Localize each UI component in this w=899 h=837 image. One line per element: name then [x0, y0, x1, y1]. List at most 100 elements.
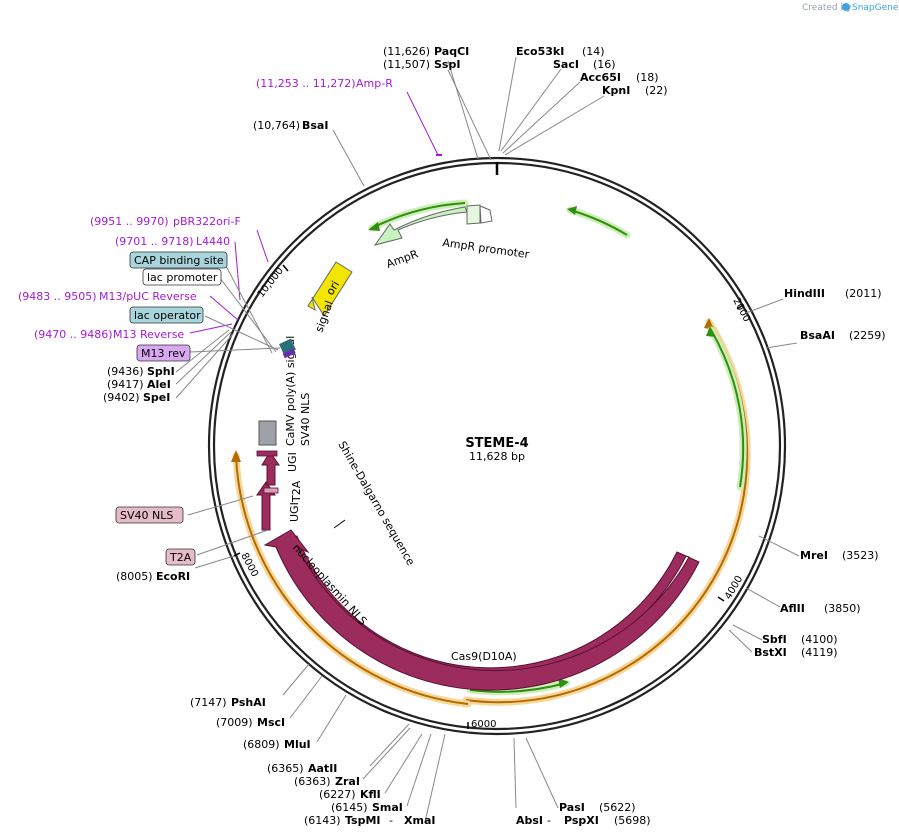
cas9-feature: [263, 529, 700, 691]
boxed-sv40[interactable]: SV40 NLS: [115, 506, 184, 524]
plasmid-length: 11,628 bp: [469, 450, 525, 463]
enzyme-pos-sspi: (11,507): [383, 58, 430, 71]
enzyme-xmai[interactable]: XmaI: [404, 814, 435, 827]
sv40-nls-label: SV40 NLS: [299, 393, 312, 446]
enzyme-pos-acc65i: (18): [636, 71, 659, 84]
ampr-label: AmpR: [385, 247, 421, 271]
enzyme-bstxi[interactable]: BstXI: [754, 646, 787, 659]
boxed-lac-operator[interactable]: lac operator: [129, 306, 204, 324]
enzyme-tspmi[interactable]: TspMI: [345, 814, 381, 827]
enzyme-pos-alei: (9417): [107, 378, 144, 391]
enzyme-acc65i[interactable]: Acc65I: [580, 71, 621, 84]
ugi-1-label: UGI: [286, 452, 299, 472]
enzyme-pshai[interactable]: PshAI: [231, 696, 266, 709]
boxed-cap[interactable]: CAP binding site: [129, 251, 228, 269]
primer-ampr[interactable]: Amp-R: [356, 77, 393, 90]
enzyme-pos-aatii: (6365): [267, 762, 304, 775]
tick-6000: 6000: [471, 719, 496, 730]
boxed-t2a[interactable]: T2A: [165, 548, 196, 566]
tick-2000: 2000: [730, 296, 752, 324]
box-label-lac-operator: lac operator: [134, 309, 201, 322]
enzyme-spei[interactable]: SpeI: [143, 391, 170, 404]
enzyme-pos-hindiii: (2011): [845, 287, 882, 300]
enzyme-sbfi[interactable]: SbfI: [762, 633, 787, 646]
cas9-label: Cas9(D10A): [451, 650, 517, 663]
brand-text: SnapGene: [852, 3, 899, 13]
enzyme-pos-pspxi: (5698): [614, 814, 651, 827]
primer-m13rev[interactable]: M13 Reverse: [113, 328, 184, 341]
enzyme-hindiii[interactable]: HindIII: [784, 287, 825, 300]
enzyme-pos-sbfi: (4100): [801, 633, 838, 646]
enzyme-pos-sphi: (9436): [107, 365, 144, 378]
enzyme-paqci[interactable]: PaqCI: [434, 45, 469, 58]
enzyme-aatii[interactable]: AatII: [308, 762, 337, 775]
enzyme-pos-ecori: (8005): [116, 570, 153, 583]
t2a-label: T2A: [290, 480, 303, 503]
enzyme-zrai[interactable]: ZraI: [335, 775, 360, 788]
boxed-lac-promoter[interactable]: lac promoter: [142, 268, 222, 286]
enzyme-absi[interactable]: AbsI: [516, 814, 543, 827]
ampr-promoter-label: AmpR promoter: [442, 236, 531, 261]
box-label-m13rev: M13 rev: [141, 347, 186, 360]
plasmid-name: STEME-4: [465, 436, 528, 451]
ugi-arrows: [256, 450, 280, 531]
enzyme-pos-spei: (9402): [103, 391, 140, 404]
ori-feature: [307, 261, 353, 317]
enzyme-pos-saci: (16): [593, 58, 616, 71]
primer-pos-l4440: (9701 .. 9718): [115, 235, 194, 248]
box-label-t2a: T2A: [169, 551, 192, 564]
enzyme-ecori[interactable]: EcoRI: [156, 570, 190, 583]
enzyme-pos-bstxi: (4119): [801, 646, 838, 659]
enzyme-kpni[interactable]: KpnI: [602, 84, 630, 97]
t2a-marker: [263, 487, 279, 494]
primer-pos-pbr322: (9951 .. 9970): [90, 215, 169, 228]
enzyme-msci[interactable]: MscI: [257, 716, 285, 729]
snapgene-logo-icon: [842, 3, 850, 11]
primer-pos-ampr: (11,253 .. 11,272): [256, 77, 356, 90]
tick-marks: [233, 264, 744, 729]
enzyme-bsai[interactable]: BsaI: [302, 119, 328, 132]
enzyme-pos-zrai: (6363): [294, 775, 331, 788]
enzyme-bsaai[interactable]: BsaAI: [800, 329, 835, 342]
enzyme-sspi[interactable]: SspI: [434, 58, 460, 71]
shine-dalgarno-label: Shine-Dalgarno sequence: [335, 439, 417, 568]
lac-region-blocks: [279, 338, 296, 359]
enzyme-smai[interactable]: SmaI: [372, 801, 403, 814]
enzyme-pos-eco53ki: (14): [582, 45, 605, 58]
enzyme-alei[interactable]: AleI: [147, 378, 171, 391]
enzyme-sep-tspmi: -: [389, 814, 393, 827]
enzyme-eco53ki[interactable]: Eco53kI: [516, 45, 564, 58]
boxed-m13rev[interactable]: M13 rev: [136, 344, 191, 362]
enzyme-pos-kpni: (22): [645, 84, 668, 97]
enzyme-kfli[interactable]: KflI: [360, 788, 381, 801]
ampr-promoter-arrow: [479, 205, 493, 224]
enzyme-pos-pshai: (7147): [190, 696, 227, 709]
enzyme-mrei[interactable]: MreI: [800, 549, 828, 562]
enzyme-sphi[interactable]: SphI: [147, 365, 175, 378]
camv-label: CaMV poly(A) signal: [284, 336, 297, 446]
backbone-outer: [207, 156, 787, 736]
credit-text: Created by: [802, 3, 852, 13]
primer-l4440[interactable]: L4440: [196, 235, 230, 248]
camv-block: [258, 420, 277, 446]
enzyme-aflii[interactable]: AflII: [780, 602, 805, 615]
enzyme-sep-absi: -: [547, 814, 551, 827]
enzyme-mlui[interactable]: MluI: [284, 738, 311, 751]
orf-orange-left: [231, 450, 472, 708]
orf-green-top: [566, 206, 631, 239]
primer-pos-m13rev: (9470 .. 9486): [34, 328, 113, 341]
ori-label: ori: [324, 279, 343, 298]
box-label-cap: CAP binding site: [134, 254, 224, 267]
orf-green-ampr: [368, 199, 469, 232]
enzyme-pasi[interactable]: PasI: [559, 801, 585, 814]
box-label-sv40: SV40 NLS: [120, 509, 173, 522]
primer-m13puc[interactable]: M13/pUC Reverse: [99, 290, 197, 303]
enzyme-pos-paqci: (11,626): [383, 45, 430, 58]
sv40-marker: [256, 450, 278, 457]
enzyme-saci[interactable]: SacI: [553, 58, 579, 71]
enzyme-pspxi[interactable]: PspXI: [564, 814, 599, 827]
enzyme-pos-mrei: (3523): [842, 549, 879, 562]
enzyme-pos-mlui: (6809): [243, 738, 280, 751]
primer-pbr322[interactable]: pBR322ori-F: [173, 215, 241, 228]
